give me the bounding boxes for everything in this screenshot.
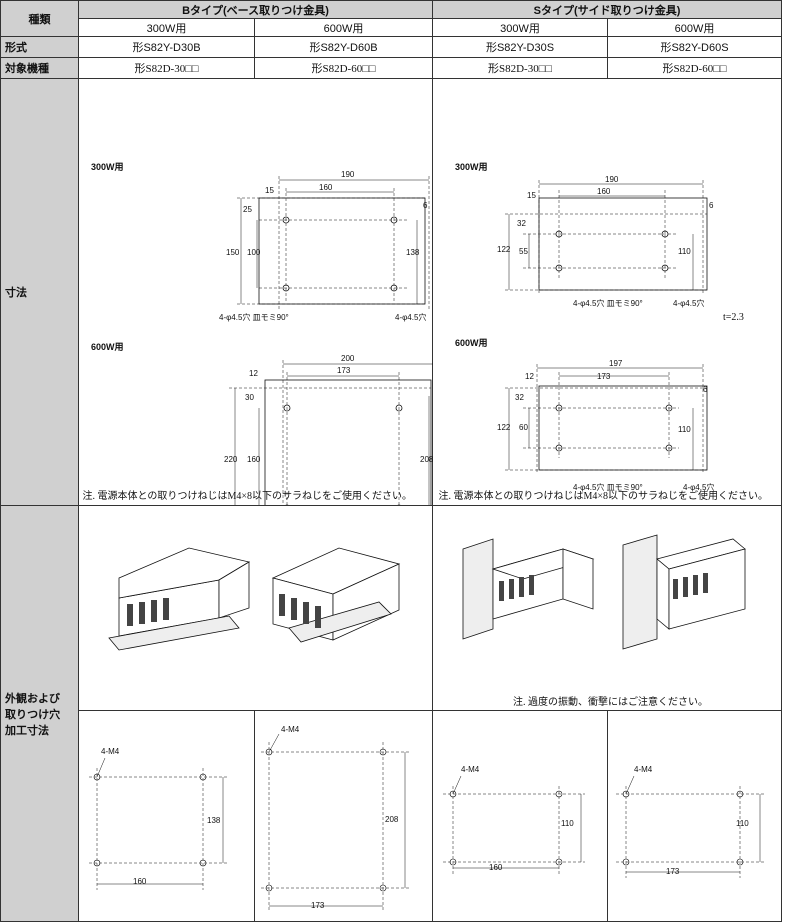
- mount-s300-h: 110: [561, 819, 574, 828]
- model-label: 形式: [0, 36, 79, 58]
- s300-w: 190: [605, 175, 619, 184]
- mount-s600-w: 173: [666, 867, 680, 876]
- b600-w: 200: [341, 354, 355, 363]
- mount-b600-cell: 4-M4 173 208: [254, 710, 433, 922]
- mount-b600-drawing: 4-M4 173 208: [261, 725, 411, 912]
- s600-edge: 12: [525, 372, 534, 381]
- b300-rh: 138: [406, 248, 420, 257]
- s300-edge: 15: [527, 191, 536, 200]
- b300-h: 150: [226, 248, 240, 257]
- s600-hole-a: 4-φ4.5穴 皿モミ90°: [573, 482, 643, 492]
- type-b-header: Bタイプ(ベース取りつけ金具): [78, 0, 433, 19]
- appearance-label-3: 加工寸法: [5, 724, 49, 737]
- s-appearance-illustration: [462, 533, 746, 650]
- b300-pitch: 160: [319, 183, 333, 192]
- s300-top: 32: [517, 219, 526, 228]
- s600-hole-b: 4-φ4.5穴: [683, 482, 714, 492]
- s300-pitch: 160: [597, 187, 611, 196]
- mount-s300-drawing: 4-M4 160 110: [443, 765, 585, 874]
- model-s600: 形S82Y-D60S: [607, 36, 782, 58]
- s300-title: 300W用: [455, 162, 488, 172]
- b300-title: 300W用: [91, 162, 124, 172]
- mount-b300-tap: 4-M4: [101, 747, 120, 756]
- mount-b300-drawing: 4-M4 160 138: [89, 747, 229, 890]
- model-b600: 形S82Y-D60B: [254, 36, 433, 58]
- s600-pitch: 173: [597, 372, 611, 381]
- mount-s600-drawing: 4-M4 173 110: [616, 765, 764, 878]
- s300-h: 122: [497, 245, 511, 254]
- b300-hole-a: 4-φ4.5穴 皿モミ90°: [219, 312, 289, 322]
- mount-s600-h: 110: [736, 819, 749, 828]
- s300-header: 300W用: [432, 18, 608, 37]
- dim-s-cell: 300W用 190 160 15 32 6 122 55 110 4-φ4.5穴…: [432, 78, 782, 506]
- b300-edge: 15: [265, 186, 274, 195]
- mount-b600-w: 173: [311, 901, 325, 910]
- s600-w: 197: [609, 359, 623, 368]
- mount-b600-h: 208: [385, 815, 399, 824]
- mount-s600-tap: 4-M4: [634, 765, 653, 774]
- s300-hole-b: 4-φ4.5穴: [673, 298, 704, 308]
- b600-h: 220: [224, 455, 238, 464]
- s600-hp: 60: [519, 423, 528, 432]
- s-screw-note: 注. 電源本体との取りつけねじはM4×8以下のサラねじをご使用ください。: [438, 490, 769, 502]
- b600-rh: 208: [420, 455, 433, 464]
- target-s300: 形S82D-30□□: [432, 57, 608, 79]
- b300-top: 25: [243, 205, 252, 214]
- s600-side: 6: [703, 385, 708, 394]
- mount-s300-w: 160: [489, 863, 503, 872]
- b600-top: 30: [245, 393, 254, 402]
- target-b300: 形S82D-30□□: [78, 57, 255, 79]
- b600-pitch: 173: [337, 366, 351, 375]
- s300-side: 6: [709, 201, 714, 210]
- mount-b300-h: 138: [207, 816, 221, 825]
- s600-header: 600W用: [607, 18, 782, 37]
- mount-b300-w: 160: [133, 877, 147, 886]
- b-screw-note: 注. 電源本体との取りつけねじはM4×8以下のサラねじをご使用ください。: [82, 490, 413, 502]
- appearance-b-cell: [78, 505, 433, 711]
- model-b300: 形S82Y-D30B: [78, 36, 255, 58]
- b300-hp: 100: [247, 248, 261, 257]
- s600-title: 600W用: [455, 338, 488, 348]
- s300-thickness: t=2.3: [723, 312, 744, 323]
- vibration-note: 注. 過度の振動、衝撃にはご注意ください。: [513, 696, 708, 708]
- s600-rh: 110: [678, 425, 691, 434]
- b300-side: 6: [423, 201, 428, 210]
- b600-edge: 12: [249, 369, 258, 378]
- s300-hole-a: 4-φ4.5穴 皿モミ90°: [573, 298, 643, 308]
- b600-header: 600W用: [254, 18, 433, 37]
- dim-b-cell: 300W用 190 160 15 25 6 150 100 138 4-φ4.5…: [78, 78, 433, 506]
- b600-title: 600W用: [91, 342, 124, 352]
- mount-b300-cell: 4-M4 160 138: [78, 710, 255, 922]
- appearance-label-1: 外観および: [5, 692, 60, 705]
- s600-h: 122: [497, 423, 511, 432]
- s300-hp: 55: [519, 247, 528, 256]
- target-s600: 形S82D-60□□: [607, 57, 782, 79]
- type-s-header: Sタイプ(サイド取りつけ金具): [432, 0, 782, 19]
- appearance-s-cell: 注. 過度の振動、衝撃にはご注意ください。: [432, 505, 782, 711]
- target-label: 対象機種: [0, 57, 79, 79]
- appearance-label-2: 取りつけ穴: [5, 708, 61, 721]
- mount-b600-tap: 4-M4: [281, 725, 300, 734]
- dim-b-drawing: 300W用 190 160 15 25 6 150 100 138 4-φ4.5…: [91, 162, 433, 505]
- s600-top: 32: [515, 393, 524, 402]
- target-b600: 形S82D-60□□: [254, 57, 433, 79]
- kind-header: 種類: [0, 0, 79, 37]
- model-s300: 形S82Y-D30S: [432, 36, 608, 58]
- dim-label: 寸法: [0, 78, 79, 506]
- mount-s300-cell: 4-M4 160 110: [432, 710, 608, 922]
- appearance-label: 外観および 取りつけ穴 加工寸法: [0, 505, 79, 922]
- b600-hp: 160: [247, 455, 261, 464]
- b300-hole-b: 4-φ4.5穴: [395, 312, 426, 322]
- mount-s300-tap: 4-M4: [461, 765, 480, 774]
- mount-s600-cell: 4-M4 173 110: [607, 710, 782, 922]
- s300-rh: 110: [678, 247, 691, 256]
- dim-s-drawing: 300W用 190 160 15 32 6 122 55 110 4-φ4.5穴…: [455, 162, 744, 492]
- b300-w: 190: [341, 170, 355, 179]
- b-appearance-illustration: [108, 547, 401, 651]
- b300-header: 300W用: [78, 18, 255, 37]
